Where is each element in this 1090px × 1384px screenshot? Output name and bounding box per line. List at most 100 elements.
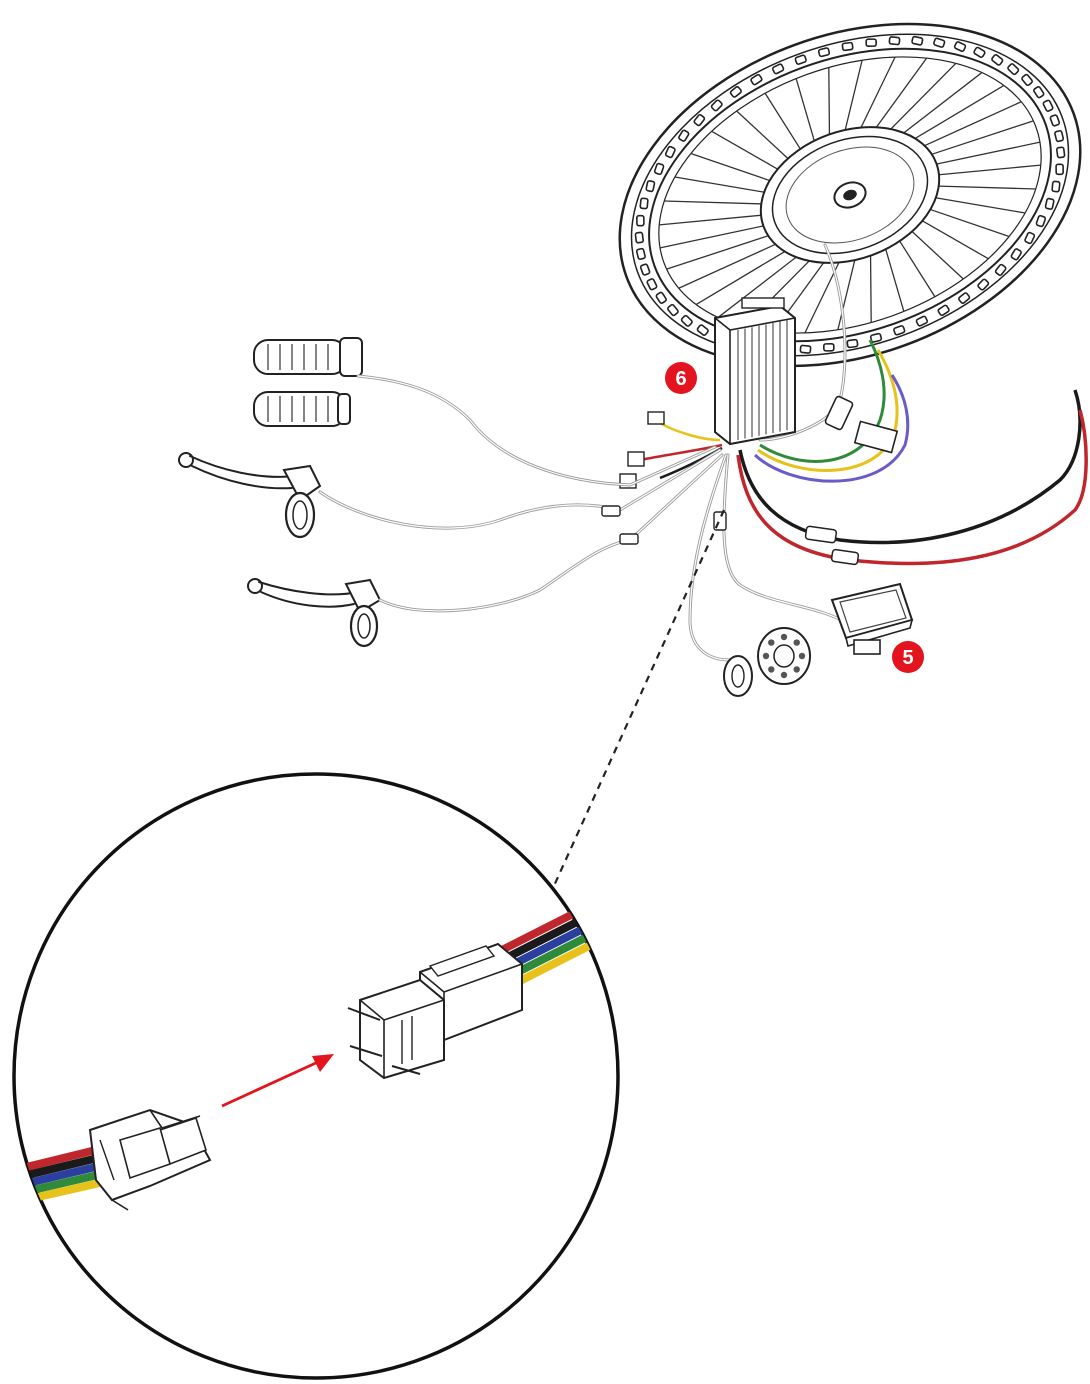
spoke xyxy=(736,110,792,162)
pas-magnet xyxy=(768,666,775,673)
spoke xyxy=(678,241,780,289)
spoke xyxy=(899,72,983,137)
tread-block xyxy=(846,338,859,349)
tread-block xyxy=(799,344,812,354)
spoke xyxy=(934,185,1036,190)
male-connector-icon xyxy=(88,1108,212,1211)
tread-block xyxy=(1021,73,1033,87)
tread-block xyxy=(639,197,649,210)
tread-block xyxy=(953,41,967,53)
spoke xyxy=(659,224,768,249)
pas-magnet xyxy=(768,639,775,646)
spoke xyxy=(666,233,773,270)
tread-block xyxy=(750,73,763,86)
callout-controller: 6 xyxy=(665,362,697,394)
lcd-display-icon xyxy=(830,582,914,655)
tread-block xyxy=(664,145,676,159)
spoke xyxy=(883,245,905,312)
tread-block xyxy=(817,47,831,58)
spoke xyxy=(932,141,1041,166)
tread-block xyxy=(1033,86,1045,99)
tread-block xyxy=(1049,114,1061,127)
controller-box-icon xyxy=(714,297,796,446)
spoke xyxy=(897,237,936,298)
tread-block xyxy=(667,303,679,317)
tread-block xyxy=(1051,180,1061,193)
throttle-grip-icon xyxy=(253,337,363,377)
tread-block xyxy=(991,54,1004,66)
tread-block xyxy=(841,41,854,52)
spoke xyxy=(908,228,964,280)
spoke xyxy=(804,257,842,334)
tread-block xyxy=(635,247,646,261)
spoke xyxy=(674,176,769,194)
tread-block xyxy=(823,343,835,352)
tread-block xyxy=(710,99,723,112)
battery-cable-icon xyxy=(736,389,1088,566)
tread-block xyxy=(653,162,665,176)
tread-block xyxy=(645,180,656,193)
pas-sensor-icon xyxy=(723,627,811,697)
spoke xyxy=(926,207,1010,238)
zoom-leader-line xyxy=(551,509,726,889)
tread-block xyxy=(794,54,807,65)
tread-block xyxy=(977,278,990,291)
tread-block xyxy=(937,304,950,317)
tread-block xyxy=(865,38,877,47)
spoke xyxy=(795,78,817,145)
tread-block xyxy=(1042,99,1054,112)
connect-direction-arrow xyxy=(221,1054,334,1108)
tread-block xyxy=(888,36,901,46)
wheel-hub-motor-icon xyxy=(618,22,1082,368)
callout-display-label: 5 xyxy=(902,647,913,669)
pas-magnet xyxy=(780,633,788,641)
tread-block xyxy=(655,291,667,304)
tread-block xyxy=(958,292,971,304)
spoke xyxy=(659,214,766,226)
spoke xyxy=(711,130,782,172)
pas-magnet xyxy=(793,666,800,673)
spoke xyxy=(911,84,1005,142)
tread-block xyxy=(771,63,785,75)
tread-block xyxy=(1035,214,1047,228)
tread-block xyxy=(1007,63,1020,76)
spoke xyxy=(764,92,803,153)
tread-block xyxy=(678,129,690,142)
tread-block xyxy=(636,214,645,227)
spoke xyxy=(843,60,863,135)
tread-block xyxy=(1010,248,1022,261)
tread-block xyxy=(639,263,651,276)
tread-block xyxy=(1056,146,1066,159)
tread-block xyxy=(1055,163,1064,176)
tread-block xyxy=(1044,197,1055,210)
handlebar-grip-icon xyxy=(253,391,351,427)
spoke xyxy=(690,152,774,183)
tread-block xyxy=(994,263,1007,276)
tread-block xyxy=(1024,231,1036,245)
tread-block xyxy=(634,231,644,244)
brake-lever-icon-2 xyxy=(247,578,382,648)
tread-block xyxy=(646,278,658,291)
tread-block xyxy=(915,315,929,327)
spoke xyxy=(931,196,1026,214)
brake-lever-icon xyxy=(178,452,322,539)
tread-block xyxy=(973,46,986,58)
pas-magnet xyxy=(798,652,806,660)
spoke xyxy=(828,67,831,139)
spoke xyxy=(934,164,1041,176)
spoke xyxy=(837,255,857,330)
spoke xyxy=(869,251,872,323)
tread-block xyxy=(693,114,706,127)
tread-block xyxy=(696,324,709,336)
spoke xyxy=(873,57,928,132)
tread-block xyxy=(911,35,924,46)
tread-block xyxy=(1054,129,1065,143)
spoke xyxy=(695,248,789,306)
tread-block xyxy=(729,86,742,98)
spoke xyxy=(918,218,989,260)
tread-block xyxy=(933,37,946,48)
pas-magnet xyxy=(780,671,788,679)
pas-magnet xyxy=(762,652,770,660)
spoke xyxy=(664,200,766,205)
